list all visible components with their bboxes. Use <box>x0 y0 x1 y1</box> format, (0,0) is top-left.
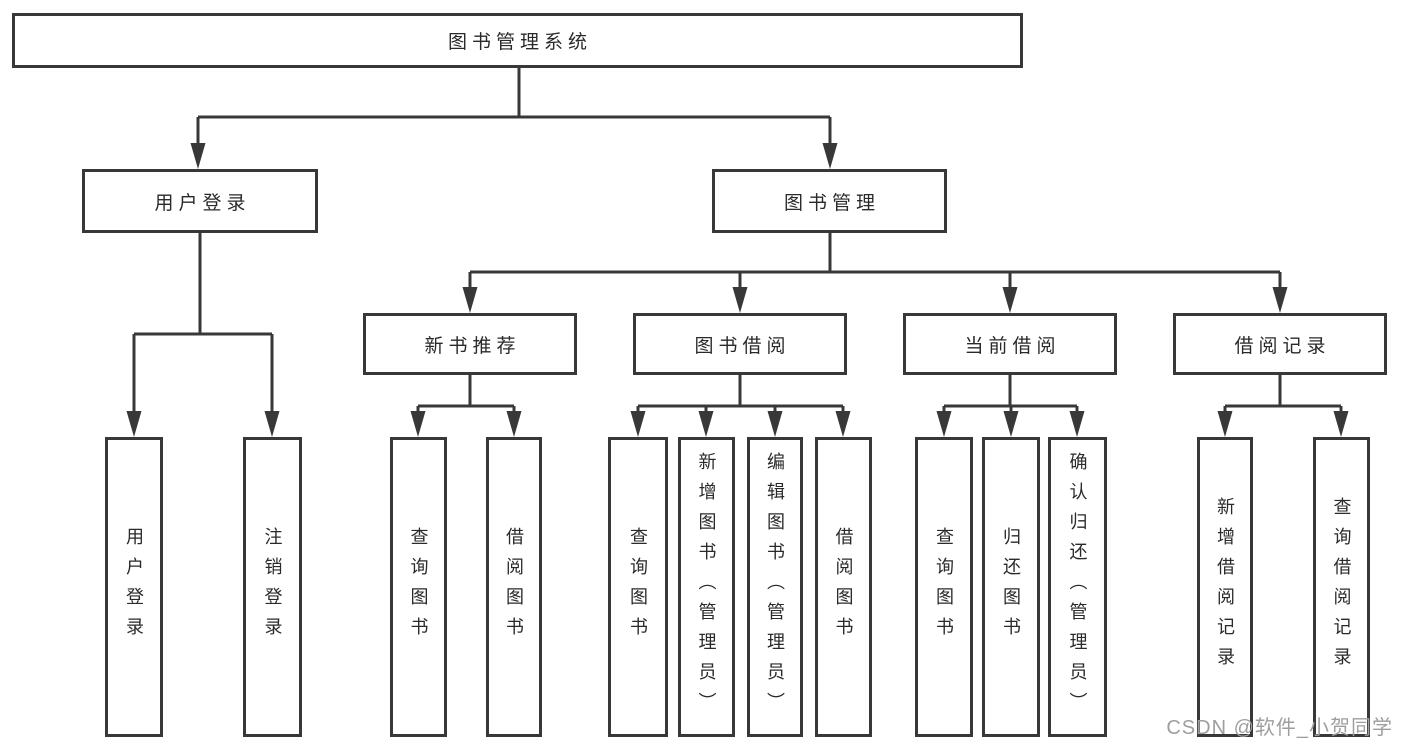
arrowhead <box>1069 411 1085 437</box>
node-root: 图书管理系统 <box>12 13 1023 68</box>
node-new-book-rec-label: 新书推荐 <box>424 335 521 357</box>
leaf-borrow-books-borrow: 借阅图书 <box>815 437 872 737</box>
node-current-borrow-label: 当前借阅 <box>964 335 1061 357</box>
arrowhead <box>1333 411 1349 437</box>
leaf-query-books-newrec: 查询图书 <box>390 437 447 737</box>
node-user-login-label: 用户登录 <box>154 192 251 214</box>
leaf-query-books-current: 查询图书 <box>915 437 973 737</box>
arrowhead <box>630 411 646 437</box>
arrowhead <box>1002 287 1018 313</box>
leaf-confirm-return-admin: 确认归还（管理员） <box>1048 437 1107 737</box>
leaf-query-borrow-record: 查询借阅记录 <box>1313 437 1370 737</box>
arrowheads-book-borrow <box>630 411 851 437</box>
connector-book-mgmt <box>468 233 1282 292</box>
node-root-label: 图书管理系统 <box>447 32 592 53</box>
node-book-mgmt: 图书管理 <box>712 169 947 233</box>
arrowhead <box>698 411 714 437</box>
arrowheads-book-mgmt <box>462 287 1288 313</box>
arrowheads-current-borrow <box>936 411 1085 437</box>
connector-new-book-rec <box>416 375 516 416</box>
node-current-borrow: 当前借阅 <box>903 313 1117 375</box>
leaf-edit-book-admin: 编辑图书（管理员） <box>747 437 803 737</box>
arrowhead <box>410 411 426 437</box>
arrowhead <box>506 411 522 437</box>
leaf-logout-login: 注销登录 <box>243 437 302 737</box>
connector-book-borrow <box>636 375 845 416</box>
arrowhead <box>126 411 142 437</box>
arrowhead <box>1217 411 1233 437</box>
node-borrow-record: 借阅记录 <box>1173 313 1387 375</box>
arrowheads-new-book-rec <box>410 411 522 437</box>
arrowhead <box>190 143 206 169</box>
node-borrow-record-label: 借阅记录 <box>1234 335 1331 357</box>
arrowhead <box>822 143 838 169</box>
node-new-book-rec: 新书推荐 <box>363 313 577 375</box>
arrowhead <box>264 411 280 437</box>
leaf-return-book: 归还图书 <box>982 437 1040 737</box>
arrowhead <box>835 411 851 437</box>
node-book-borrow: 图书借阅 <box>633 313 847 375</box>
watermark: CSDN @软件_小贺同学 <box>1166 717 1393 739</box>
arrowhead <box>1272 287 1288 313</box>
connector-user-login <box>132 233 274 416</box>
leaf-user-login: 用户登录 <box>105 437 163 737</box>
arrowhead <box>767 411 783 437</box>
arrowhead <box>462 287 478 313</box>
node-book-mgmt-label: 图书管理 <box>783 192 880 214</box>
leaf-borrow-books-newrec: 借阅图书 <box>486 437 542 737</box>
node-book-borrow-label: 图书借阅 <box>694 335 791 357</box>
arrowheads-user-login <box>126 411 280 437</box>
arrowheads-borrow-record <box>1217 411 1349 437</box>
leaf-add-book-admin: 新增图书（管理员） <box>678 437 735 737</box>
leaf-add-borrow-record: 新增借阅记录 <box>1197 437 1253 737</box>
connector-root <box>196 68 832 148</box>
connector-borrow-record <box>1223 375 1343 416</box>
leaf-query-books-borrow: 查询图书 <box>608 437 668 737</box>
connector-current-borrow <box>942 375 1079 416</box>
arrowhead <box>732 287 748 313</box>
arrowhead <box>1003 411 1019 437</box>
arrowhead <box>936 411 952 437</box>
arrowheads-root <box>190 143 838 169</box>
node-user-login: 用户登录 <box>82 169 318 233</box>
